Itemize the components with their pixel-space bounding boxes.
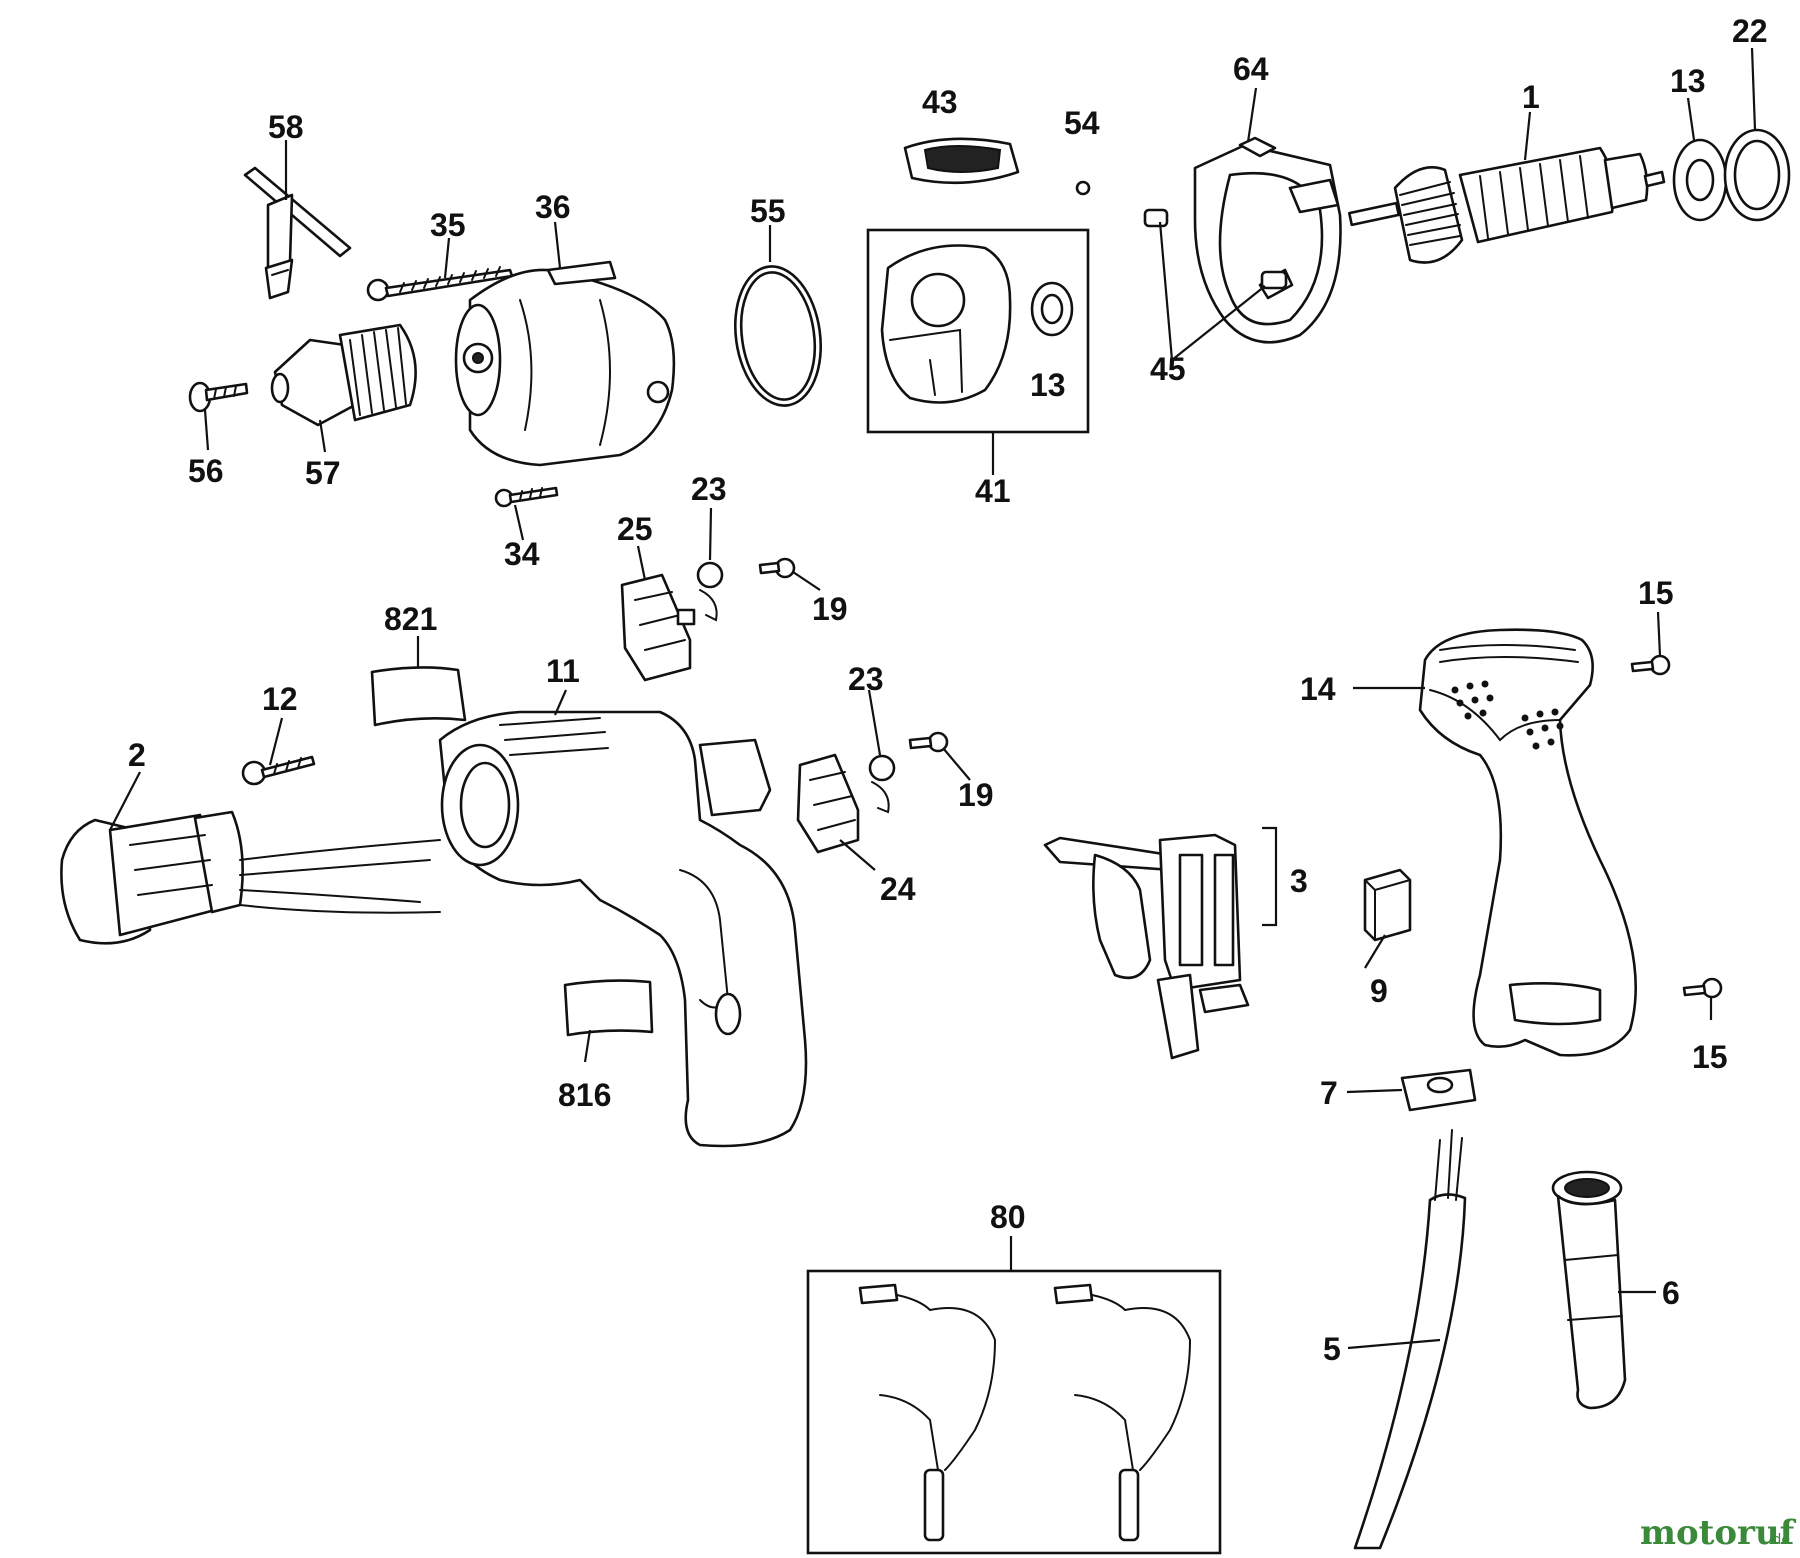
watermark-brand: motoruf	[1640, 1513, 1797, 1553]
part-36-gear-housing	[454, 260, 676, 467]
label-41: 41	[975, 473, 1011, 509]
part-64-brush-ring	[1143, 136, 1342, 344]
part-1-armature	[1347, 146, 1666, 264]
label-1: 1	[1522, 79, 1540, 115]
label-9: 9	[1370, 973, 1388, 1009]
label-23-bottom: 23	[848, 661, 884, 697]
label-43: 43	[922, 84, 958, 120]
label-55: 55	[750, 193, 786, 229]
part-5-power-cord	[1353, 1129, 1467, 1550]
part-3-switch	[1043, 826, 1278, 1060]
label-58: 58	[268, 109, 304, 145]
label-15-top: 15	[1638, 575, 1674, 611]
label-15-bottom: 15	[1692, 1039, 1728, 1075]
label-80: 80	[990, 1199, 1026, 1235]
part-23-spring-top	[696, 561, 724, 622]
part-6-side-handle	[1551, 1170, 1627, 1410]
label-5: 5	[1323, 1331, 1341, 1367]
label-45: 45	[1150, 351, 1186, 387]
part-19-screw-top	[758, 557, 796, 579]
label-36: 36	[535, 189, 571, 225]
label-25: 25	[617, 511, 653, 547]
part-55-o-ring	[733, 265, 823, 407]
watermark-suffix: .de	[1768, 1532, 1790, 1548]
part-821-label	[370, 666, 467, 727]
part-2-field-stator	[60, 810, 441, 945]
callout-labels: 58 35 36 55 43 54 64 1 13 22 13 45 56 57…	[128, 13, 1768, 1367]
label-816: 816	[558, 1077, 611, 1113]
part-25-brush-holder	[620, 573, 696, 682]
label-11: 11	[546, 653, 580, 689]
label-6: 6	[1662, 1275, 1680, 1311]
part-15-screw-bottom	[1682, 977, 1723, 999]
label-821: 821	[384, 601, 437, 637]
part-15-screw-top	[1630, 654, 1671, 676]
part-816-label	[563, 979, 654, 1037]
label-13-box: 13	[1030, 367, 1066, 403]
part-24-brush-holder	[796, 753, 860, 854]
label-19-top: 19	[812, 591, 848, 627]
label-19-bottom: 19	[958, 777, 994, 813]
label-54: 54	[1064, 105, 1100, 141]
part-54-ball	[1075, 180, 1091, 196]
part-34-screw	[494, 486, 559, 508]
part-14-rear-handle	[1418, 628, 1638, 1057]
label-23-top: 23	[691, 471, 727, 507]
label-13-right: 13	[1670, 63, 1706, 99]
part-19-screw-bottom	[908, 731, 949, 753]
label-14: 14	[1300, 671, 1336, 707]
label-22: 22	[1732, 13, 1768, 49]
part-56-screw	[188, 381, 249, 413]
label-24: 24	[880, 871, 916, 907]
part-43	[903, 137, 1020, 185]
label-64: 64	[1233, 51, 1269, 87]
part-80-brush-cable-kit	[806, 1269, 1222, 1555]
part-11-housing	[438, 710, 808, 1148]
label-35: 35	[430, 207, 466, 243]
label-57: 57	[305, 455, 341, 491]
part-58-chuck-key	[243, 166, 352, 300]
label-56: 56	[188, 453, 224, 489]
watermark-logo: motoruf .de	[1640, 1513, 1797, 1553]
part-41-kit-box	[866, 228, 1090, 434]
label-12: 12	[262, 681, 298, 717]
label-3: 3	[1290, 863, 1308, 899]
part-12-screw	[241, 755, 316, 786]
label-2: 2	[128, 737, 146, 773]
part-23-spring-bottom	[868, 754, 896, 814]
part-9-carbon-brush	[1363, 868, 1412, 942]
part-13-bearing	[1672, 138, 1728, 222]
label-34: 34	[504, 536, 540, 572]
part-22-sleeve	[1723, 128, 1791, 222]
leader-lines	[109, 47, 1757, 1350]
part-57-chuck	[270, 323, 417, 427]
label-7: 7	[1320, 1075, 1338, 1111]
part-7-cord-clamp	[1400, 1068, 1477, 1112]
